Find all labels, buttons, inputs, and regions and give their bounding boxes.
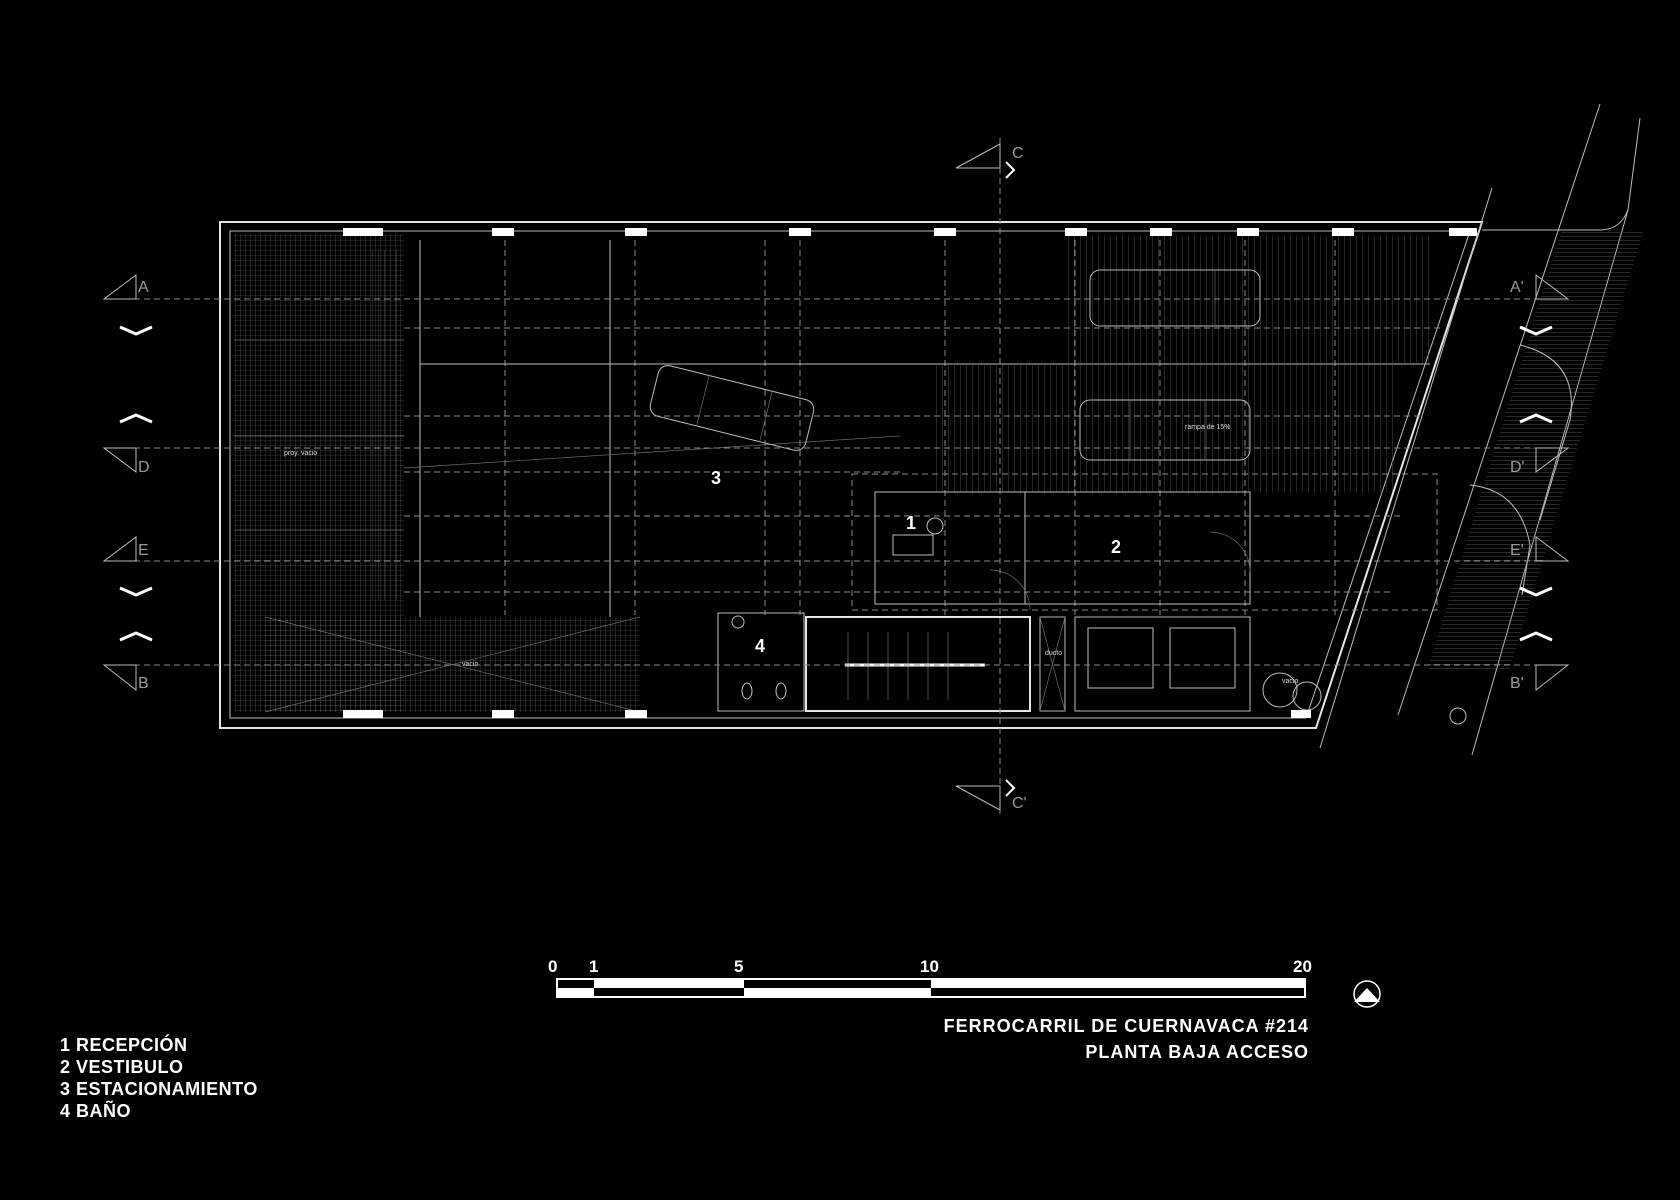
section-c-marker: C C' [955, 138, 1027, 814]
reception-lobby-block [851, 473, 1438, 611]
section-label: E [138, 542, 149, 559]
room-number-lobby: 2 [1111, 537, 1121, 557]
section-label: B' [1510, 675, 1524, 692]
drawing-name: PLANTA BAJA ACCESO [1085, 1042, 1309, 1062]
void-label: vacio [462, 661, 478, 668]
room-legend: 1 RECEPCIÓN 2 VESTIBULO 3 ESTACIONAMIENT… [60, 1034, 258, 1122]
void-label: vacio [1282, 678, 1298, 685]
scale-label: 20 [1293, 957, 1312, 976]
void-projection-label: proy. vacio [284, 450, 317, 457]
car-icon [1089, 269, 1261, 327]
service-core: ducto vacio [717, 612, 1322, 712]
car-icon [1079, 399, 1251, 461]
project-address: FERROCARRIL DE CUERNAVACA #214 [943, 1016, 1309, 1036]
column-blocks [343, 228, 1477, 718]
north-arrow-icon [1353, 980, 1381, 1008]
legend-item: 4 BAÑO [60, 1101, 132, 1121]
scale-label: 1 [589, 957, 598, 976]
section-label: D [138, 459, 150, 476]
section-label: A' [1510, 279, 1524, 296]
legend-item: 2 VESTIBULO [60, 1057, 184, 1077]
room-number-reception: 1 [906, 513, 916, 533]
car-icon [649, 365, 815, 451]
section-label: B [138, 675, 149, 692]
room-number-parking: 3 [711, 468, 721, 488]
duct-label: ducto [1045, 650, 1062, 657]
room-number-bathroom: 4 [755, 636, 765, 656]
section-label: D' [1510, 459, 1525, 476]
section-label: A [138, 279, 149, 296]
ramp-zone: rampa de 15% [935, 236, 1433, 492]
section-markers-left: A D E B [102, 274, 1540, 692]
scale-label: 10 [920, 957, 939, 976]
west-void-zone: proy. vacio vacio [234, 234, 641, 713]
section-markers-right: A' D' E' B' [1510, 274, 1570, 692]
legend-item: 1 RECEPCIÓN [60, 1035, 188, 1055]
street-edge [1319, 103, 1644, 756]
section-label-bottom: C' [1012, 795, 1027, 812]
drawing-title: FERROCARRIL DE CUERNAVACA #214 PLANTA BA… [944, 1013, 1309, 1065]
section-label-top: C [1012, 145, 1024, 162]
legend-item: 3 ESTACIONAMIENTO [60, 1079, 258, 1099]
scale-label: 0 [548, 957, 557, 976]
scale-label: 5 [734, 957, 743, 976]
section-label: E' [1510, 542, 1524, 559]
scale-bar: 0 1 5 10 20 [548, 957, 1312, 998]
ramp-label: rampa de 15% [1185, 424, 1231, 431]
